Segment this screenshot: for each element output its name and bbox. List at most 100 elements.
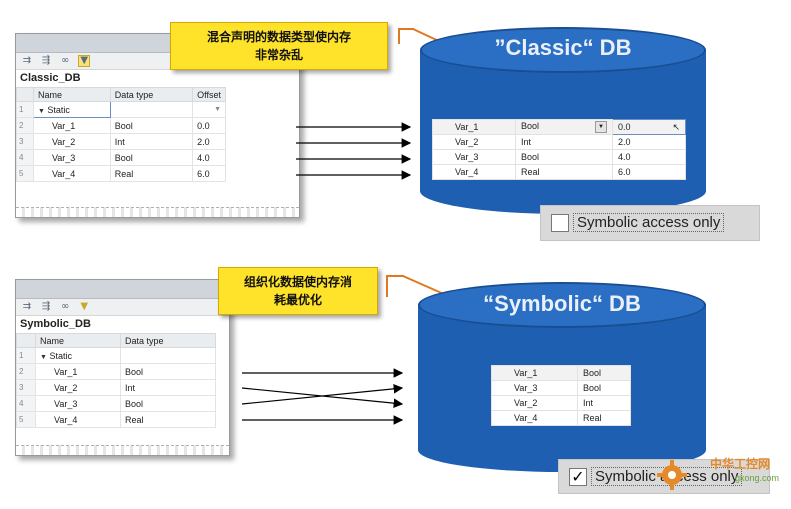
editor-title-bar bbox=[16, 280, 229, 299]
insert-row-icon[interactable]: ⇉ bbox=[22, 301, 32, 312]
table-row[interactable]: 3 Var_2 Int 2.0 bbox=[16, 133, 226, 150]
cell-type[interactable]: Bool bbox=[109, 149, 194, 166]
table-header-row: Name Data type bbox=[16, 333, 216, 348]
dropdown-arrow-icon[interactable]: ▼ bbox=[214, 106, 221, 113]
db-name-label: Symbolic_DB bbox=[20, 318, 91, 330]
cell-name[interactable]: Var_4 bbox=[432, 164, 516, 180]
classic-db-memory-table: Var_1 Bool▼ 0.0↖ Var_2 Int 2.0 Var_3 Boo… bbox=[432, 119, 686, 180]
cell-name[interactable]: ▼ Static bbox=[35, 347, 121, 364]
row-number: 5 bbox=[16, 411, 36, 428]
cell-name[interactable]: Var_2 bbox=[35, 379, 121, 396]
cell-name[interactable]: Var_1 bbox=[491, 365, 578, 381]
table-row[interactable]: Var_4 Real 6.0 bbox=[432, 164, 686, 180]
cell-name[interactable]: Var_3 bbox=[35, 395, 121, 412]
table-row[interactable]: 1 ▼ Static bbox=[16, 347, 216, 364]
cell-type[interactable]: Int bbox=[515, 134, 613, 150]
column-header[interactable]: Offset bbox=[192, 87, 226, 102]
column-header[interactable]: Data type bbox=[109, 87, 194, 102]
cell-type[interactable]: Real bbox=[515, 164, 613, 180]
row-number: 5 bbox=[16, 165, 34, 182]
table-row[interactable]: Var_2 Int bbox=[491, 395, 631, 411]
row-number: 1 bbox=[16, 101, 34, 118]
mapping-arrow bbox=[241, 384, 404, 405]
cell-type[interactable]: Real bbox=[120, 411, 216, 428]
cell-type[interactable]: Bool bbox=[577, 365, 631, 381]
table-row[interactable]: 4 Var_3 Bool 4.0 bbox=[16, 149, 226, 166]
table-row[interactable]: Var_1 Bool▼ 0.0↖ bbox=[432, 119, 686, 135]
monitor-glasses-icon[interactable]: ∞ bbox=[61, 55, 70, 66]
symbolic-mapping-arrows bbox=[241, 368, 404, 425]
table-row[interactable]: 4 Var_3 Bool bbox=[16, 395, 216, 412]
cell-type[interactable]: Bool bbox=[120, 395, 216, 412]
row-number-header bbox=[16, 333, 36, 348]
watermark-url: gkong.com bbox=[735, 473, 780, 483]
collapse-triangle-icon[interactable]: ▼ bbox=[37, 107, 45, 115]
cell-name[interactable]: Var_1 bbox=[32, 117, 111, 134]
cell-name[interactable]: Var_2 bbox=[432, 134, 516, 150]
dropdown-arrow-icon[interactable]: ▼ bbox=[595, 121, 607, 133]
insert-row-icon[interactable]: ⇉ bbox=[22, 55, 32, 66]
cell-name[interactable]: ▼ Static bbox=[32, 101, 111, 118]
cell-type[interactable]: Bool▼ bbox=[515, 119, 613, 135]
cell-type[interactable]: Bool bbox=[109, 117, 194, 134]
cell-name[interactable]: Var_2 bbox=[491, 395, 578, 411]
cell-type[interactable]: Int bbox=[577, 395, 631, 411]
column-header[interactable]: Name bbox=[32, 87, 111, 102]
cell-name[interactable]: Var_2 bbox=[32, 133, 111, 150]
cell-type[interactable]: Real bbox=[109, 165, 194, 182]
cell-name[interactable]: Var_4 bbox=[35, 411, 121, 428]
cell-type[interactable]: Int bbox=[120, 379, 216, 396]
cell-type[interactable] bbox=[120, 347, 216, 364]
cell-type[interactable]: Bool bbox=[120, 363, 216, 380]
column-header[interactable]: Data type bbox=[120, 333, 216, 348]
cell-offset: 4.0 bbox=[612, 149, 686, 165]
row-number: 3 bbox=[16, 133, 34, 150]
table-row[interactable]: 2 Var_1 Bool 0.0 bbox=[16, 117, 226, 134]
table-row[interactable]: 1 ▼ Static ▼ bbox=[16, 101, 226, 118]
cell-name[interactable]: Var_3 bbox=[432, 149, 516, 165]
callout-line: 非常杂乱 bbox=[254, 48, 303, 62]
cell-type[interactable]: Int bbox=[109, 133, 194, 150]
table-row[interactable]: Var_1 Bool bbox=[491, 365, 631, 381]
cell-type[interactable]: Bool bbox=[515, 149, 613, 165]
table-row[interactable]: 5 Var_4 Real bbox=[16, 411, 216, 428]
cell-name[interactable]: Var_4 bbox=[32, 165, 111, 182]
table-row[interactable]: 5 Var_4 Real 6.0 bbox=[16, 165, 226, 182]
table-row[interactable]: Var_3 Bool bbox=[491, 380, 631, 396]
cell-name[interactable]: Var_1 bbox=[35, 363, 121, 380]
callout-leader-line bbox=[400, 28, 414, 30]
row-number: 2 bbox=[16, 363, 36, 380]
symbolic-access-option[interactable]: Symbolic access only bbox=[540, 205, 760, 241]
cylinder-top bbox=[420, 27, 706, 73]
symbolic-access-checkbox[interactable]: ✓ bbox=[569, 468, 587, 486]
table-row[interactable]: Var_2 Int 2.0 bbox=[432, 134, 686, 150]
cell-type[interactable] bbox=[109, 101, 194, 118]
table-row[interactable]: Var_3 Bool 4.0 bbox=[432, 149, 686, 165]
monitor-glasses-icon[interactable]: ∞ bbox=[61, 301, 70, 312]
filter-icon[interactable]: ▼ bbox=[80, 301, 89, 312]
table-row[interactable]: 2 Var_1 Bool bbox=[16, 363, 216, 380]
classic-callout: 混合声明的数据类型使内存 非常杂乱 bbox=[170, 22, 388, 70]
cell-name[interactable]: Var_1 bbox=[432, 119, 516, 135]
callout-leader-line bbox=[388, 275, 404, 277]
symbolic-db-editor: ⇉ ⇶ ∞ ▼ Symbolic_DB Name Data type 1 ▼ S… bbox=[15, 279, 230, 456]
symbolic-access-checkbox[interactable] bbox=[551, 214, 569, 232]
filter-icon[interactable]: ▼ bbox=[78, 55, 91, 67]
cell-name[interactable]: Var_3 bbox=[491, 380, 578, 396]
cell-name[interactable]: Var_4 bbox=[491, 410, 578, 426]
add-row-icon[interactable]: ⇶ bbox=[41, 55, 51, 66]
checkbox-label[interactable]: Symbolic access only bbox=[573, 213, 725, 232]
table-row[interactable]: Var_4 Real bbox=[491, 410, 631, 426]
table-row[interactable]: 3 Var_2 Int bbox=[16, 379, 216, 396]
column-header[interactable]: Name bbox=[35, 333, 121, 348]
cell-type[interactable]: Real bbox=[577, 410, 631, 426]
collapse-triangle-icon[interactable]: ▼ bbox=[40, 353, 47, 361]
row-number-header bbox=[16, 87, 34, 102]
watermark-text: 中华工控网 bbox=[710, 457, 771, 471]
cell-name[interactable]: Var_3 bbox=[32, 149, 111, 166]
cell-offset: 2.0 bbox=[612, 134, 686, 150]
cell-type[interactable]: Bool bbox=[577, 380, 631, 396]
add-row-icon[interactable]: ⇶ bbox=[41, 301, 51, 312]
callout-leader-line bbox=[386, 275, 388, 297]
editor-toolbar: ⇉ ⇶ ∞ ▼ bbox=[16, 299, 229, 316]
